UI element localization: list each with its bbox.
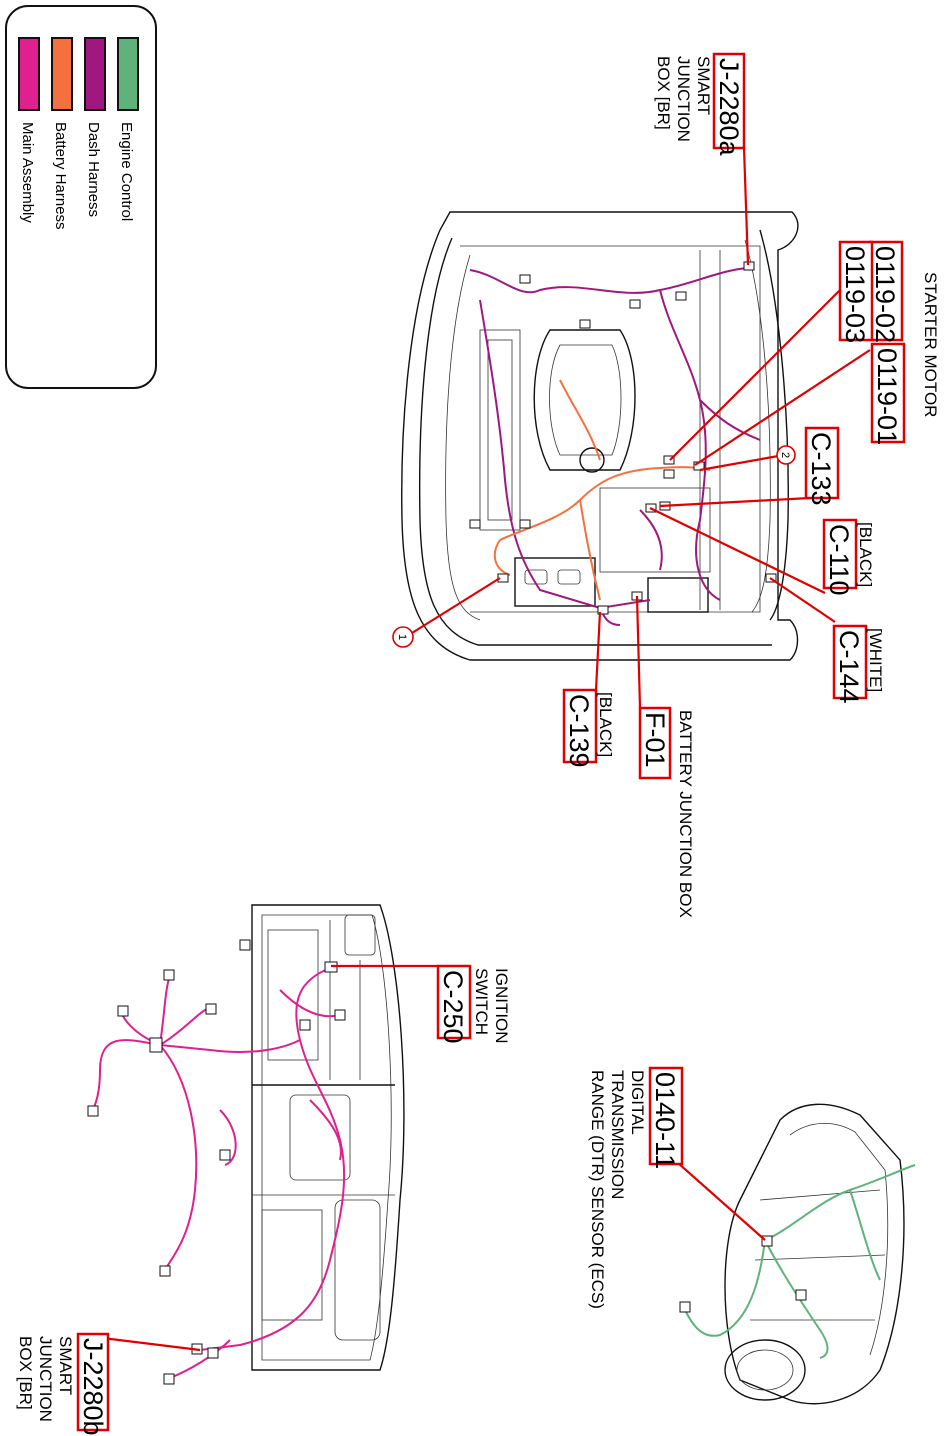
connector-code-0140-11: 0140-11 (650, 1072, 680, 1169)
desc-c250-line2: SWITCH (472, 968, 491, 1035)
desc-j2280a-line1: SMART (694, 56, 713, 115)
connector-code-c110: C-110 (824, 524, 854, 596)
desc-j2280b-line3: BOX [BR] (16, 1336, 35, 1410)
desc-starter-motor: STARTER MOTOR (921, 272, 940, 417)
legend-label-main-assembly: Main Assembly (19, 122, 36, 223)
connector-code-j2280a: J-2280a (714, 58, 744, 157)
desc-j2280a-line3: BOX [BR] (654, 56, 673, 130)
connector-code-c139: C-139 (564, 694, 594, 768)
engine-bay-harness-main (469, 267, 761, 626)
legend-swatch-engine-control (117, 37, 139, 111)
legend-swatch-dash-harness (84, 37, 106, 111)
engine-bay-drawing (401, 211, 799, 661)
legend-label-dash-harness: Dash Harness (85, 122, 102, 217)
instrument-panel-connectors (87, 939, 346, 1385)
callout-f01: F-01 (638, 706, 672, 780)
marker-1: 1 (392, 626, 414, 648)
callout-c250: C-250 IGNITION SWITCH (436, 964, 511, 1044)
marker-1-label: 1 (396, 634, 408, 640)
desc-c139-color: [BLACK] (596, 692, 615, 757)
callout-0119-02: 0119-02 (868, 240, 904, 343)
callout-0119-03: 0119-03 (838, 240, 874, 343)
connector-code-c250: C-250 (438, 970, 468, 1044)
desc-0140-11-line3: RANGE (DTR) SENSOR (ECS) (588, 1070, 607, 1309)
connector-code-c144: C-144 (834, 630, 864, 704)
marker-2: 2 (776, 445, 796, 465)
desc-j2280b-line1: SMART (56, 1336, 75, 1395)
callout-j2280a: J-2280a SMART JUNCTION BOX [BR] (654, 52, 746, 157)
callout-j2280b: J-2280b SMART JUNCTION BOX [BR] (16, 1332, 110, 1436)
transmission-drawing (724, 1103, 905, 1405)
instrument-panel-harness (91, 967, 346, 1379)
legend-swatch-battery-harness (51, 37, 73, 111)
connector-code-c133: C-133 (806, 432, 836, 506)
callout-c139: C-139 [BLACK] (562, 688, 615, 768)
callout-c133: C-133 (804, 426, 840, 506)
desc-c250-line1: IGNITION (492, 968, 511, 1044)
callout-0140-11: 0140-11 DIGITAL TRANSMISSION RANGE (DTR)… (588, 1066, 684, 1309)
legend: Engine Control Dash Harness Battery Harn… (5, 5, 157, 389)
instrument-panel-drawing (251, 904, 405, 1371)
desc-0140-11-line2: TRANSMISSION (608, 1070, 627, 1199)
transmission-harness (684, 1164, 916, 1359)
desc-j2280a-line2: JUNCTION (674, 56, 693, 142)
engine-bay-harness-battery (493, 379, 711, 601)
desc-c110-color: [BLACK] (856, 522, 875, 587)
marker-2-label: 2 (779, 452, 791, 458)
callout-c110: C-110 [BLACK] (822, 518, 875, 596)
legend-label-battery-harness: Battery Harness (52, 122, 69, 230)
desc-j2280b-line2: JUNCTION (36, 1336, 55, 1422)
engine-bay-connectors (469, 261, 777, 615)
connector-code-0119-01: 0119-01 (872, 348, 902, 445)
desc-c144-color: [WHITE] (866, 628, 885, 692)
callout-c144: C-144 [WHITE] (832, 624, 885, 704)
desc-battery-junction-box: BATTERY JUNCTION BOX (676, 710, 695, 918)
connector-code-f01: F-01 (640, 712, 670, 768)
legend-label-engine-control: Engine Control (118, 122, 135, 221)
legend-swatch-main-assembly (18, 37, 40, 111)
transmission-connectors (679, 1235, 807, 1313)
connector-code-0119-03: 0119-03 (840, 246, 870, 343)
connector-code-0119-02: 0119-02 (870, 246, 900, 343)
callout-0119-01: 0119-01 (870, 342, 906, 445)
connector-code-j2280b: J-2280b (78, 1338, 108, 1436)
desc-0140-11-line1: DIGITAL (628, 1070, 647, 1135)
